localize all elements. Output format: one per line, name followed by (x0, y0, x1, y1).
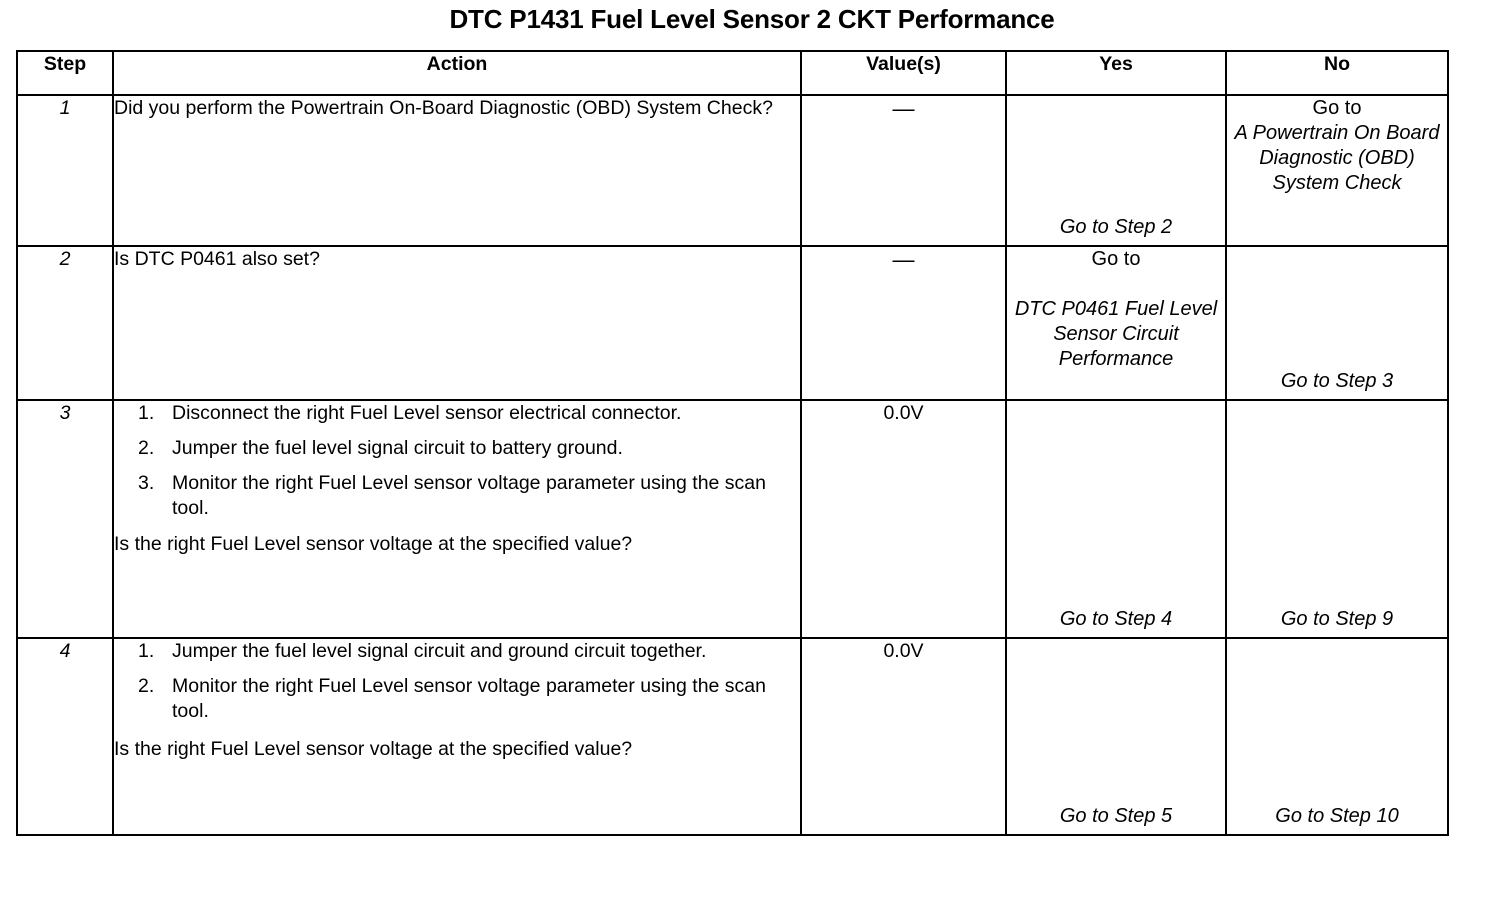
no-branch-text: Go to Step 10 (1275, 805, 1399, 827)
yes-branch-cell: Go to Step 4 (1005, 399, 1227, 639)
column-header-value: Value(s) (800, 50, 1007, 96)
step-number: 1 (16, 94, 114, 247)
no-branch-cell: Go to Step 3 (1225, 245, 1449, 401)
diagnostic-table: Step Action Value(s) Yes No 1 Did you pe… (16, 50, 1449, 836)
column-header-no: No (1225, 50, 1449, 96)
action-step-item: Monitor the right Fuel Level sensor volt… (138, 471, 766, 519)
yes-branch-text: Go to Step 2 (1059, 216, 1173, 238)
yes-branch-text: Go to Step 5 (1059, 805, 1173, 827)
action-step-list: Disconnect the right Fuel Level sensor e… (114, 401, 800, 521)
action-step-item: Jumper the fuel level signal circuit to … (138, 436, 623, 461)
page-title: DTC P1431 Fuel Level Sensor 2 CKT Perfor… (449, 4, 1055, 34)
step-number: 3 (16, 399, 114, 639)
action-question: Is the right Fuel Level sensor voltage a… (114, 533, 633, 555)
no-branch-text: A Powertrain On Board Diagnostic (OBD) S… (1234, 122, 1440, 194)
step-number: 4 (16, 637, 114, 836)
table-row: 3 Disconnect the right Fuel Level sensor… (16, 399, 1449, 639)
action-cell: Disconnect the right Fuel Level sensor e… (112, 399, 802, 639)
yes-branch-cell: Go to Step 5 (1005, 637, 1227, 836)
table-row: 2 Is DTC P0461 also set? — Go to DTC P04… (16, 245, 1449, 401)
action-step-item: Jumper the fuel level signal circuit and… (138, 639, 707, 664)
no-branch-cell: Go to Step 9 (1225, 399, 1449, 639)
step-number: 2 (16, 245, 114, 401)
no-branch-text: Go to Step 3 (1280, 370, 1394, 392)
table-row: 1 Did you perform the Powertrain On-Boar… (16, 94, 1449, 247)
no-branch-cell: Go to A Powertrain On Board Diagnostic (… (1225, 94, 1449, 247)
value-cell: — (800, 245, 1007, 401)
action-step-list: Jumper the fuel level signal circuit and… (114, 639, 800, 724)
table-row: 4 Jumper the fuel level signal circuit a… (16, 637, 1449, 836)
no-branch-lead: Go to (1312, 97, 1362, 119)
action-step-item: Monitor the right Fuel Level sensor volt… (138, 674, 766, 722)
table-header-row: Step Action Value(s) Yes No (16, 50, 1449, 96)
yes-branch-text: Go to Step 4 (1059, 608, 1173, 630)
action-question: Is the right Fuel Level sensor voltage a… (114, 738, 633, 760)
no-branch-cell: Go to Step 10 (1225, 637, 1449, 836)
column-header-step: Step (16, 50, 114, 96)
action-intro: Did you perform the Powertrain On-Board … (114, 97, 773, 119)
action-cell: Jumper the fuel level signal circuit and… (112, 637, 802, 836)
value-cell: — (800, 94, 1007, 247)
column-header-action: Action (112, 50, 802, 96)
column-header-yes: Yes (1005, 50, 1227, 96)
value-cell: 0.0V (800, 637, 1007, 836)
yes-branch-lead: Go to (1091, 248, 1141, 270)
yes-branch-text: DTC P0461 Fuel Level Sensor Circuit Perf… (1014, 298, 1218, 370)
action-cell: Is DTC P0461 also set? (112, 245, 802, 401)
action-step-item: Disconnect the right Fuel Level sensor e… (138, 401, 682, 426)
action-intro: Is DTC P0461 also set? (114, 248, 320, 270)
action-cell: Did you perform the Powertrain On-Board … (112, 94, 802, 247)
no-branch-text: Go to Step 9 (1280, 608, 1394, 630)
yes-branch-cell: Go to Step 2 (1005, 94, 1227, 247)
yes-branch-cell: Go to DTC P0461 Fuel Level Sensor Circui… (1005, 245, 1227, 401)
table-body: 1 Did you perform the Powertrain On-Boar… (16, 94, 1449, 836)
value-cell: 0.0V (800, 399, 1007, 639)
table-header: Step Action Value(s) Yes No (16, 50, 1449, 96)
